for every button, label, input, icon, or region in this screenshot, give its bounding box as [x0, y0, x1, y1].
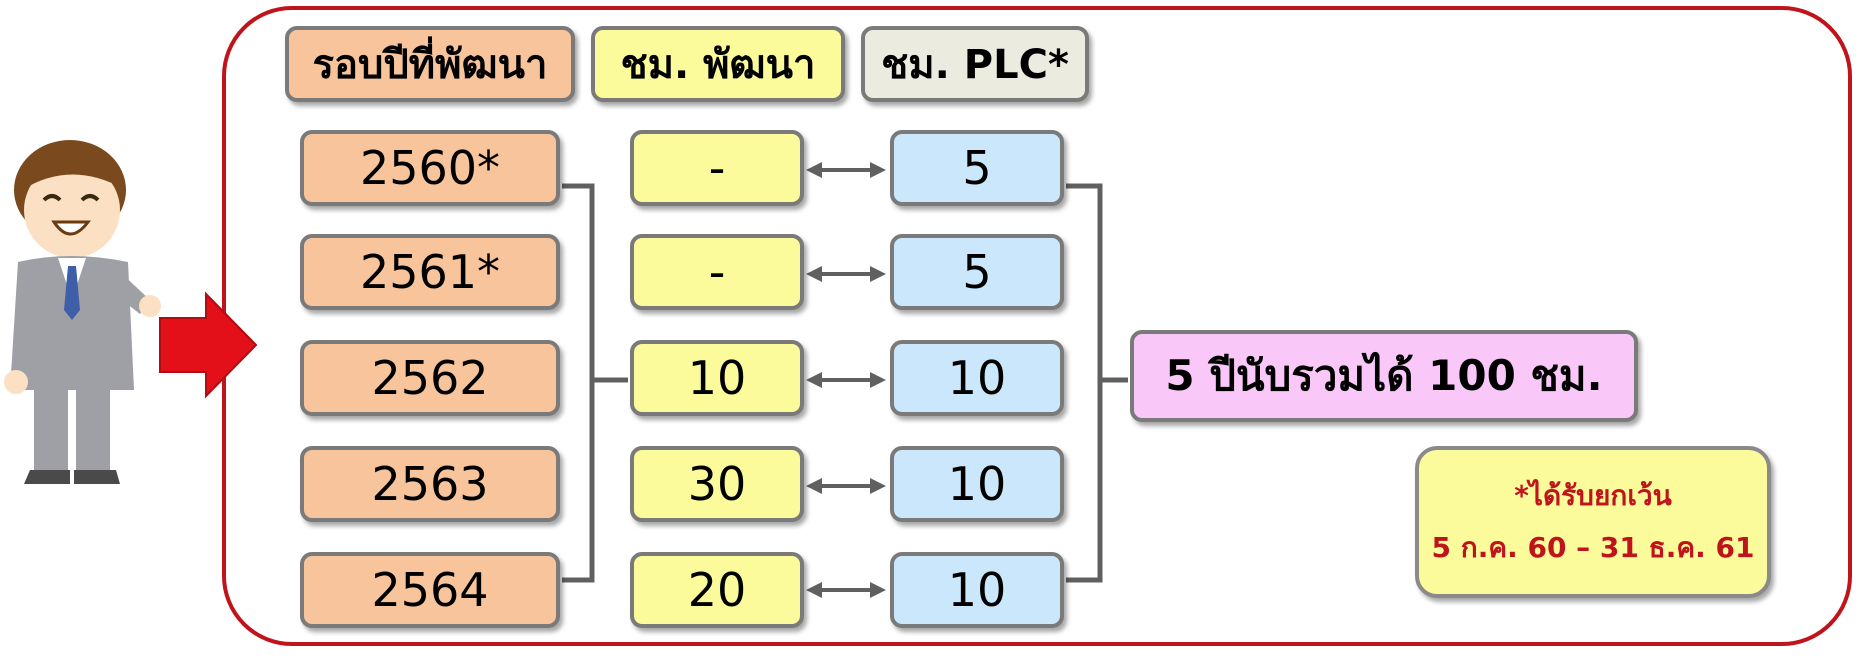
plc-hours-cell: 5 [890, 130, 1064, 206]
note-line-2: 5 ก.ค. 60 – 31 ธ.ค. 61 [1431, 531, 1755, 564]
plc-hours-cell: 10 [890, 446, 1064, 522]
dev-hours-cell: 20 [630, 552, 804, 628]
plc-hours-cell: 10 [890, 552, 1064, 628]
year-cell: 2562 [300, 340, 560, 416]
double-arrow-icon [806, 162, 886, 598]
header-dev-hours: ชม. พัฒนา [591, 26, 845, 102]
header-year-round: รอบปีที่พัฒนา [285, 26, 575, 102]
year-bracket [562, 183, 628, 583]
year-cell: 2564 [300, 552, 560, 628]
year-cell: 2561* [300, 234, 560, 310]
note-line-1: *ได้รับยกเว้น [1514, 479, 1672, 512]
exemption-note: *ได้รับยกเว้น 5 ก.ค. 60 – 31 ธ.ค. 61 [1415, 446, 1771, 598]
plc-hours-cell: 10 [890, 340, 1064, 416]
dev-hours-cell: - [630, 130, 804, 206]
dev-hours-cell: 30 [630, 446, 804, 522]
plc-bracket [1066, 183, 1128, 583]
summary-box: 5 ปีนับรวมได้ 100 ชม. [1130, 330, 1638, 422]
dev-hours-cell: - [630, 234, 804, 310]
plc-hours-cell: 5 [890, 234, 1064, 310]
dev-hours-cell: 10 [630, 340, 804, 416]
year-cell: 2563 [300, 446, 560, 522]
header-plc-hours: ชม. PLC* [861, 26, 1089, 102]
year-cell: 2560* [300, 130, 560, 206]
